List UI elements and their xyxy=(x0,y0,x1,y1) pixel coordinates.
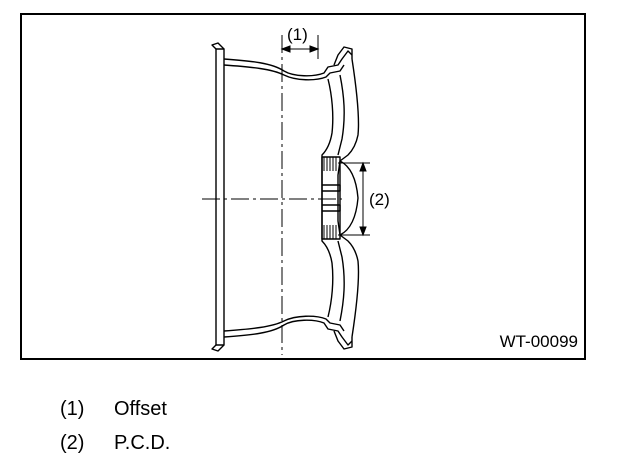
pcd-callout: (2) xyxy=(369,190,390,209)
legend-label: P.C.D. xyxy=(114,431,171,454)
hub-stud-top xyxy=(322,184,341,192)
legend-item-offset: (1) Offset xyxy=(60,392,170,426)
hub-bore xyxy=(321,156,341,240)
outboard-flange-top xyxy=(333,46,353,66)
pcd-arrow-top xyxy=(359,161,367,172)
pcd-arrow-bottom xyxy=(359,226,367,237)
legend: (1) Offset (2) P.C.D. xyxy=(60,392,170,460)
hub-hatch-bottom xyxy=(323,225,337,239)
hub-face xyxy=(339,160,359,236)
rim-lower-profile xyxy=(223,319,353,346)
wheel-cross-section-drawing: (1) (2) xyxy=(202,25,390,355)
legend-label: Offset xyxy=(114,397,167,420)
offset-callout: (1) xyxy=(287,25,308,44)
wheel-section-figure: (1) (2) WT-00099 xyxy=(20,13,586,360)
disc-outer-contour xyxy=(337,58,360,338)
hub-stud-bottom xyxy=(322,204,341,212)
rim-upper-profile-inner xyxy=(223,64,345,81)
rim-lower-profile-inner xyxy=(223,315,345,332)
spoke-face-bottom xyxy=(337,240,345,322)
rim-upper-profile xyxy=(223,50,353,77)
spoke-face-top xyxy=(337,74,345,156)
legend-item-pcd: (2) P.C.D. xyxy=(60,426,170,460)
legend-number: (1) xyxy=(60,397,85,420)
rim-flange-outer xyxy=(215,48,225,346)
rim-flange-lip-top xyxy=(211,42,225,50)
figure-code: WT-00099 xyxy=(499,332,578,351)
offset-arrow-left xyxy=(280,45,291,53)
offset-arrow-right xyxy=(309,45,320,53)
hub-hatch-top xyxy=(323,157,337,171)
disc-inner-contour xyxy=(321,78,334,318)
legend-number: (2) xyxy=(60,431,85,454)
outboard-flange-bottom xyxy=(333,330,353,350)
rim-flange-lip-bottom xyxy=(211,344,225,352)
